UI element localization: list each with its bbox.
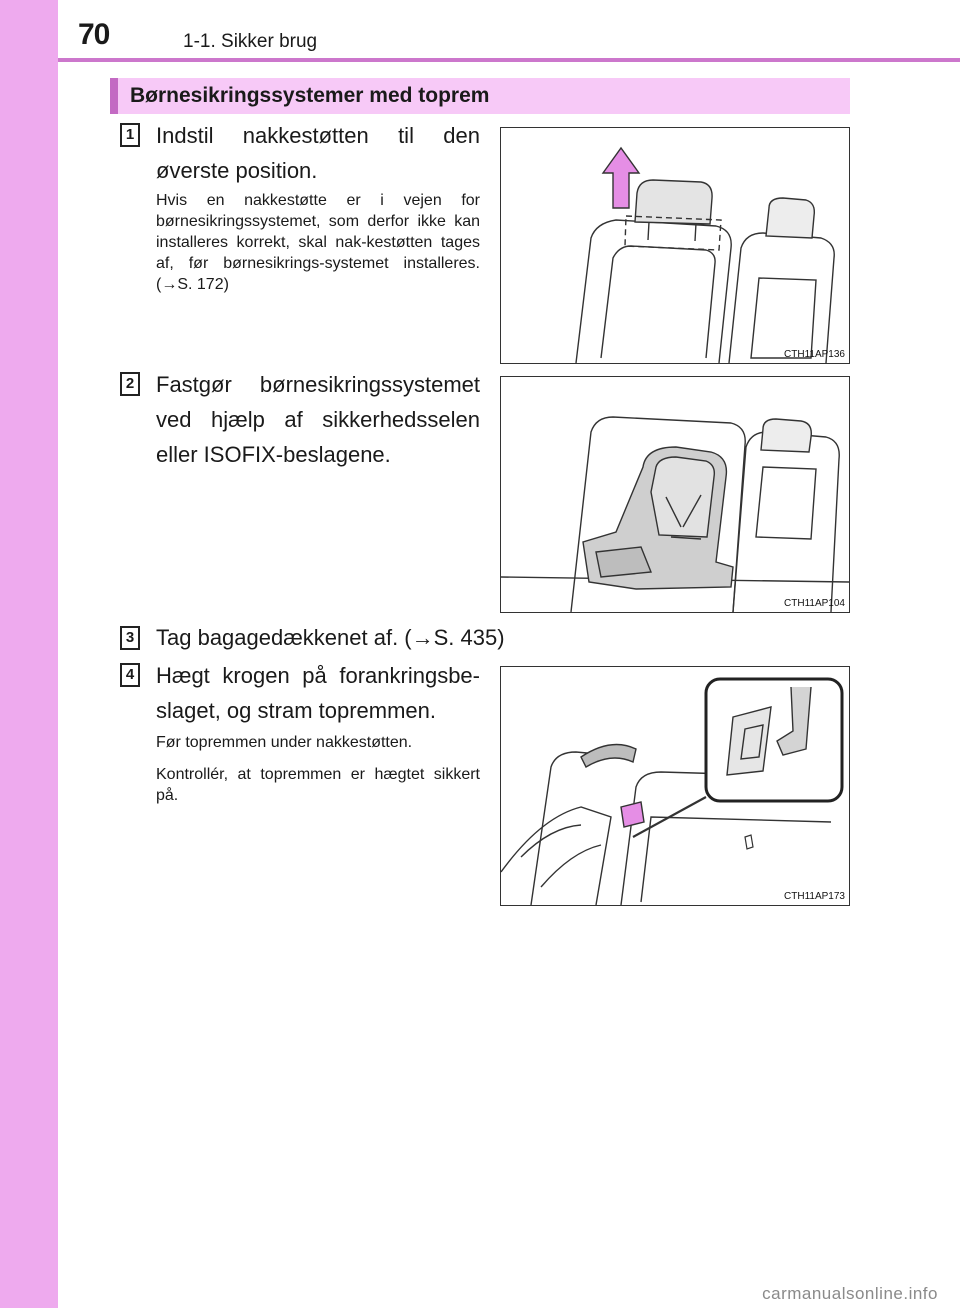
section-title: Børnesikringssystemer med toprem [130,84,490,107]
detail-callout [704,677,844,803]
step-1-note: Hvis en nakkestøtte er i vejen for børne… [156,192,480,293]
step-2-number: 2 [120,372,140,396]
watermark: carmanualsonline.info [762,1284,938,1303]
step-4-note-2: Kontrollér, at topremmen er hægtet sikke… [156,766,480,804]
figure-code: CTH11AP136 [784,349,845,360]
top-tether-illustration [501,677,844,905]
hook-arrow-icon [620,801,645,828]
child-seat-illustration [501,416,849,612]
step-1-number: 1 [120,123,140,147]
page-number: 70 [78,18,110,51]
step-2-title: Fastgør børnesikringssystemet ved hjælp … [156,372,480,467]
figure-code: CTH11AP173 [784,891,845,902]
headrest-illustration [575,146,835,363]
step-4-note-1: Før topremmen under nakkestøtten. [156,734,413,751]
up-arrow-icon [601,146,641,209]
header-rule [58,58,960,62]
step-4-number: 4 [120,663,140,687]
step-1-title: Indstil nakkestøtten til den øverste pos… [156,123,480,183]
figure-code: CTH11AP104 [784,598,845,609]
figure-top-tether: CTH11AP173 [500,666,850,906]
section-heading: Børnesikringssystemer med toprem [110,78,850,114]
step-3-number: 3 [120,626,140,650]
step-4-title: Hægt krogen på forankringsbe-slaget, og … [156,663,480,723]
figure-child-seat: CTH11AP104 [500,376,850,613]
figure-headrest: CTH11AP136 [500,127,850,364]
step-3-title: Tag bagagedækkenet af. (→S. 435) [156,625,505,650]
chapter-title: 1-1. Sikker brug [183,31,318,52]
chapter-side-tab [0,0,58,1308]
section-heading-bar [110,78,118,114]
